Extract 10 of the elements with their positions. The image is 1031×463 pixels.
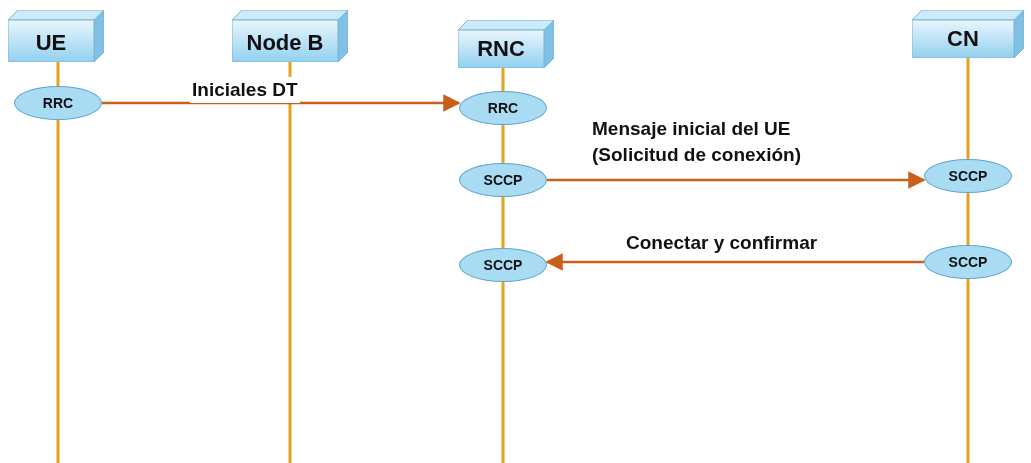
protocol-ellipse: SCCP [924,159,1012,193]
protocol-ellipse: SCCP [459,248,547,282]
protocol-ellipse: SCCP [459,163,547,197]
arrow [547,171,926,189]
protocol-ellipse: RRC [14,86,102,120]
arrow [545,253,924,271]
protocol-ellipse: SCCP [924,245,1012,279]
protocol-ellipse: RRC [459,91,547,125]
arrow [102,94,461,112]
edge-label: Iniciales DT [190,77,300,103]
